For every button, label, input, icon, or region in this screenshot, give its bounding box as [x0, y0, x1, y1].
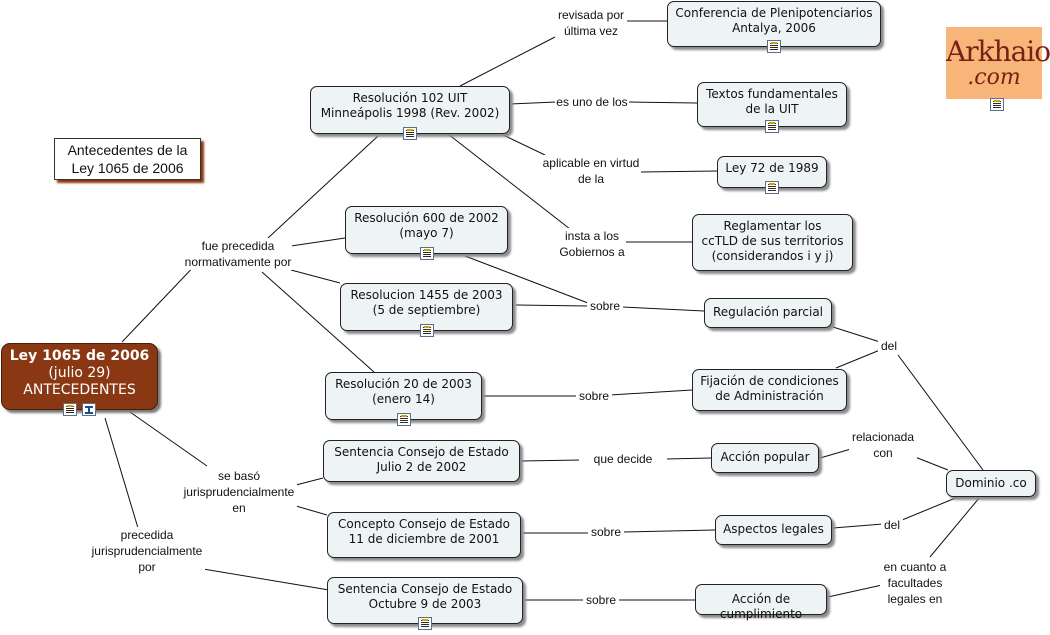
node-text: Fijación de condiciones — [700, 374, 839, 388]
node-resolucion-1455[interactable]: Resolucion 1455 de 2003 (5 de septiembre… — [340, 283, 513, 337]
node-text: Acción de cumplimiento — [719, 592, 803, 621]
map-title: Antecedentes de la Ley 1065 de 2006 — [54, 138, 201, 180]
node-aspectos-legales[interactable]: Aspectos legales — [715, 515, 832, 545]
link-es-uno-de-los: es uno de los — [555, 94, 629, 110]
node-text: Textos fundamentales — [706, 87, 838, 101]
node-text: Resolución 600 de 2002 — [354, 211, 499, 225]
node-conferencia-plenipotenciarios[interactable]: Conferencia de Plenipotenciarios Antalya… — [667, 1, 881, 53]
node-text: Dominio .co — [955, 476, 1027, 490]
document-icon[interactable] — [767, 40, 781, 53]
link-sobre-cumplimiento: sobre — [583, 592, 619, 608]
node-text: 11 de diciembre de 2001 — [348, 532, 500, 546]
root-subtitle: ANTECEDENTES — [23, 382, 136, 398]
node-resolucion-20[interactable]: Resolución 20 de 2003 (enero 14) — [325, 372, 482, 426]
node-text: de la UIT — [745, 102, 799, 116]
node-text: Julio 2 de 2002 — [376, 460, 467, 474]
node-text: Concepto Consejo de Estado — [338, 517, 510, 531]
map-title-line2: Ley 1065 de 2006 — [71, 160, 184, 176]
node-text: ccTLD de sus territorios — [701, 234, 844, 248]
node-text: Sentencia Consejo de Estado — [334, 445, 509, 459]
node-text: (5 de septiembre) — [372, 303, 481, 317]
document-icon[interactable] — [396, 413, 411, 426]
logo-text-domain: .com — [967, 65, 1021, 90]
node-accion-popular[interactable]: Acción popular — [711, 443, 819, 473]
node-sentencia-2002[interactable]: Sentencia Consejo de Estado Julio 2 de 2… — [323, 440, 520, 482]
link-sobre-fijacion: sobre — [576, 388, 612, 404]
node-fijacion-condiciones[interactable]: Fijación de condiciones de Administració… — [692, 369, 847, 411]
document-icon[interactable] — [765, 181, 779, 194]
document-icon[interactable] — [419, 324, 434, 337]
node-accion-cumplimiento[interactable]: Acción de cumplimiento — [695, 584, 827, 621]
node-text: Ley 72 de 1989 — [725, 161, 819, 175]
link-que-decide: que decide — [579, 451, 667, 467]
node-text: Conferencia de Plenipotenciarios — [675, 6, 873, 20]
node-text: Antalya, 2006 — [732, 21, 816, 35]
link-sobre-regulacion: sobre — [587, 298, 623, 314]
node-text: Acción popular — [720, 450, 810, 464]
document-icon[interactable] — [418, 617, 432, 630]
node-ley-72[interactable]: Ley 72 de 1989 — [717, 156, 827, 194]
node-text: Resolucion 1455 de 2003 — [350, 288, 503, 302]
link-del-lower: del — [881, 517, 903, 533]
node-textos-fundamentales[interactable]: Textos fundamentales de la UIT — [697, 82, 847, 133]
node-reglamentar-cctld[interactable]: Reglamentar los ccTLD de sus territorios… — [692, 214, 853, 271]
root-date: (julio 29) — [48, 365, 111, 381]
link-del-upper: del — [878, 338, 900, 354]
node-text: Reglamentar los — [723, 219, 822, 233]
node-ley-1065[interactable]: Ley 1065 de 2006 (julio 29) ANTECEDENTES — [1, 343, 158, 416]
node-dominio-co[interactable]: Dominio .co — [946, 470, 1036, 497]
node-text: de Administración — [715, 389, 824, 403]
node-text: (mayo 7) — [399, 226, 454, 240]
node-text: Regulación parcial — [712, 305, 824, 319]
node-sentencia-2003[interactable]: Sentencia Consejo de Estado Octubre 9 de… — [327, 577, 523, 630]
node-text: Resolución 102 UIT — [352, 91, 468, 105]
root-title: Ley 1065 de 2006 — [9, 348, 150, 364]
node-text: Sentencia Consejo de Estado — [337, 582, 513, 596]
node-regulacion-parcial[interactable]: Regulación parcial — [704, 298, 832, 328]
node-text: (considerandos i y j) — [711, 249, 834, 263]
document-icon[interactable] — [765, 120, 779, 133]
root-submap-icon[interactable] — [82, 403, 96, 416]
logo-document-icon[interactable] — [990, 98, 1004, 111]
link-sobre-aspectos: sobre — [588, 524, 624, 540]
node-resolucion-600[interactable]: Resolución 600 de 2002 (mayo 7) — [345, 206, 508, 260]
document-icon[interactable] — [403, 127, 417, 140]
node-text: (enero 14) — [372, 392, 435, 406]
node-text: Aspectos legales — [723, 522, 824, 536]
root-document-icon[interactable] — [62, 403, 77, 416]
node-concepto-2001[interactable]: Concepto Consejo de Estado 11 de diciemb… — [327, 512, 521, 558]
node-text: Minneápolis 1998 (Rev. 2002) — [320, 106, 500, 120]
node-text: Octubre 9 de 2003 — [368, 597, 482, 611]
node-resolucion-102[interactable]: Resolución 102 UIT Minneápolis 1998 (Rev… — [310, 86, 510, 140]
arkhaios-logo[interactable]: Arkhaios .com — [946, 27, 1050, 99]
document-icon[interactable] — [419, 247, 434, 260]
map-title-line1: Antecedentes de la — [67, 142, 188, 158]
logo-text-main: Arkhaios — [946, 35, 1050, 68]
node-text: Resolución 20 de 2003 — [335, 377, 472, 391]
